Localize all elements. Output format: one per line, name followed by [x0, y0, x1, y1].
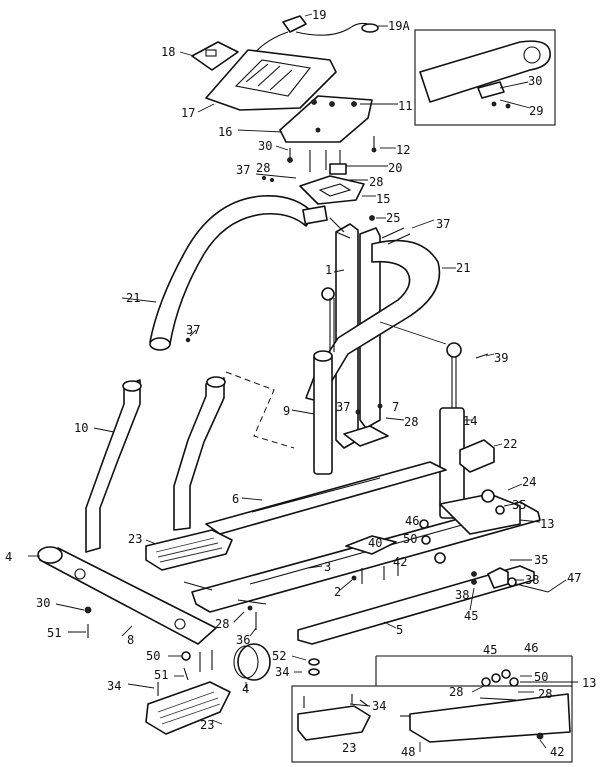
callout-c30b: 30: [36, 596, 50, 610]
bracket-15: [299, 175, 376, 205]
callout-c37d: 37: [336, 400, 350, 414]
plate-40: [345, 535, 397, 555]
callout-c9: 9: [283, 404, 290, 418]
callout-c34a: 34: [275, 665, 289, 679]
callout-c37a: 37: [236, 163, 250, 177]
pins-25-37: [185, 215, 435, 343]
callout-c19: 19: [312, 8, 326, 22]
callout-c38a: 38: [525, 573, 539, 587]
callout-c37b: 37: [436, 217, 450, 231]
callout-c29: 29: [529, 104, 543, 118]
callout-c22: 22: [503, 437, 517, 451]
callout-c24: 24: [522, 475, 536, 489]
callout-c21b: 21: [126, 291, 140, 305]
callout-c12: 12: [396, 143, 410, 157]
callout-c38b: 38: [455, 588, 469, 602]
callout-c4b: 4: [242, 682, 249, 696]
callout-c28d: 28: [215, 617, 229, 631]
callout-c23c: 23: [342, 741, 356, 755]
callout-c1: 1: [325, 263, 332, 277]
crossbar-8: [28, 546, 217, 645]
console-screws: [255, 136, 396, 182]
callout-c28f: 28: [538, 687, 552, 701]
callout-c15: 15: [376, 192, 390, 206]
arm-tube-10: [85, 379, 142, 553]
callout-c23a: 23: [128, 532, 142, 546]
callout-c51b: 51: [154, 668, 168, 682]
callout-c37c: 37: [186, 323, 200, 337]
inset-detail-top: [414, 29, 556, 126]
callout-c11: 11: [398, 99, 412, 113]
callout-c2: 2: [334, 585, 341, 599]
callout-c35a: 35: [512, 498, 526, 512]
callout-c51a: 51: [47, 626, 61, 640]
callout-c40: 40: [368, 536, 382, 550]
callout-c10: 10: [74, 421, 88, 435]
bracket-7: [343, 403, 405, 447]
shock-9: [291, 350, 333, 475]
callout-c30a: 30: [258, 139, 272, 153]
callout-c50a: 50: [403, 532, 417, 546]
callout-c6: 6: [232, 492, 239, 506]
pedal-23-upper: [145, 529, 233, 571]
callout-c48: 48: [401, 745, 415, 759]
handlebar-21-left: [121, 195, 345, 351]
callout-c52: 52: [272, 649, 286, 663]
frame-rail-6: [205, 461, 447, 535]
callout-c50b: 50: [146, 649, 160, 663]
callout-c17: 17: [181, 106, 195, 120]
callout-c46a: 46: [405, 514, 419, 528]
callout-c30c: 30: [528, 74, 542, 88]
callout-c45a: 45: [464, 609, 478, 623]
console-housing-17: [197, 49, 337, 113]
callout-c16: 16: [218, 125, 232, 139]
callout-c28a: 28: [256, 161, 270, 175]
callout-c3: 3: [324, 560, 331, 574]
hardware-cluster: [339, 519, 446, 591]
callout-c42b: 42: [550, 745, 564, 759]
pad-22: [459, 439, 503, 473]
frame-rail-5: [297, 565, 535, 645]
arm-tube-dashed: [173, 371, 295, 531]
callout-c42a: 42: [393, 555, 407, 569]
callout-c28c: 28: [404, 415, 418, 429]
callout-c19a: 19A: [388, 19, 410, 33]
callout-c36: 36: [236, 633, 250, 647]
callout-c34b: 34: [107, 679, 121, 693]
hardware-bottom-left: [55, 581, 320, 696]
callout-c35b: 35: [534, 553, 548, 567]
callout-c14: 14: [463, 414, 477, 428]
callout-c13b: 13: [582, 676, 596, 690]
callout-c34c: 34: [372, 699, 386, 713]
callout-c39: 39: [494, 351, 508, 365]
wheel-4: [233, 643, 271, 688]
console-display-18: [179, 41, 239, 71]
callout-c8: 8: [127, 633, 134, 647]
frame-bracket-13: [439, 483, 541, 535]
callout-c4a: 4: [5, 550, 12, 564]
hardware-right: [469, 559, 567, 611]
pedal-23-lower: [145, 681, 231, 735]
callout-c7: 7: [392, 400, 399, 414]
callout-c28b: 28: [369, 175, 383, 189]
callout-c28e: 28: [449, 685, 463, 699]
callout-c5: 5: [396, 623, 403, 637]
inset-detail-bottom: [291, 655, 578, 763]
callout-c45b: 45: [483, 643, 497, 657]
callout-c13a: 13: [540, 517, 554, 531]
console-plate-16: [237, 95, 398, 143]
callout-c25: 25: [386, 211, 400, 225]
rod-left: [321, 287, 335, 352]
callout-c21a: 21: [456, 261, 470, 275]
callout-c46b: 46: [524, 641, 538, 655]
callout-c23b: 23: [200, 718, 214, 732]
callout-c47: 47: [567, 571, 581, 585]
callout-c20: 20: [388, 161, 402, 175]
callout-c18: 18: [161, 45, 175, 59]
callout-c50c: 50: [534, 670, 548, 684]
